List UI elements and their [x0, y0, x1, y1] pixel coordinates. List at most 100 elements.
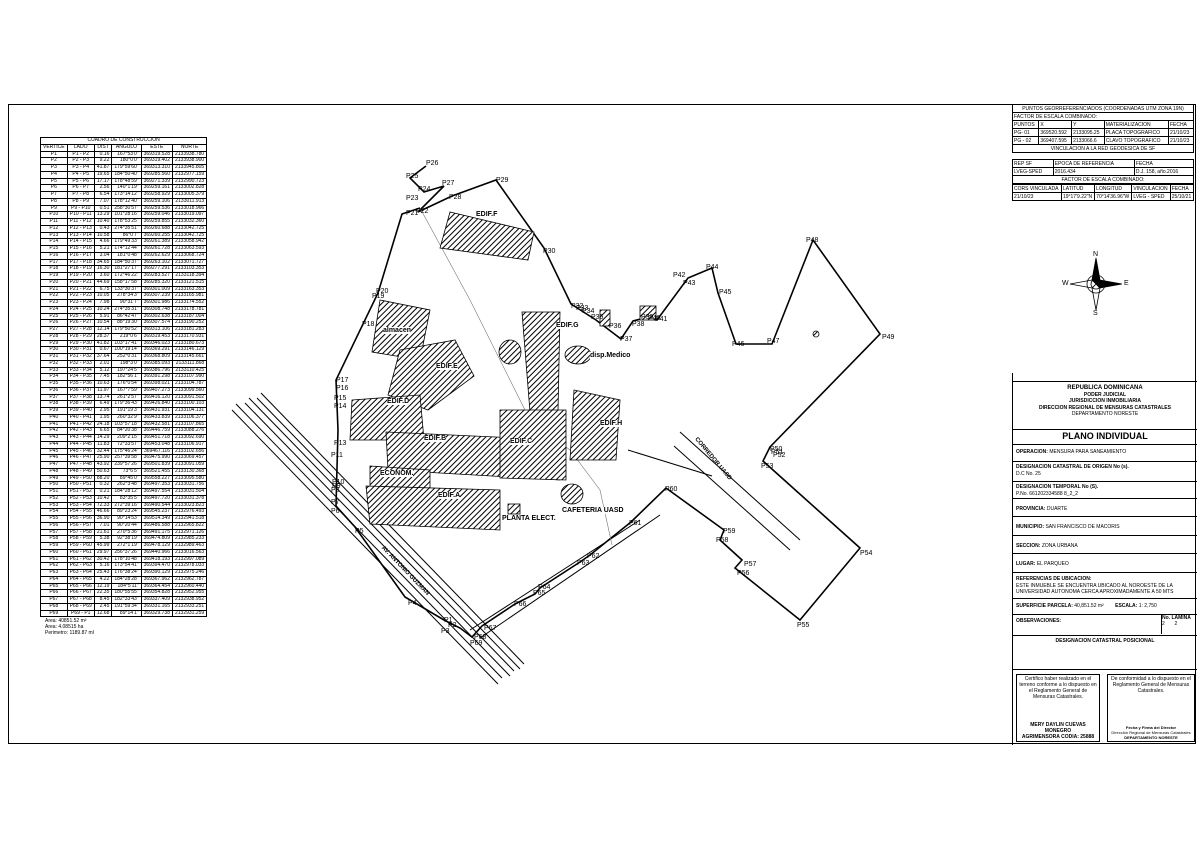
table-cell: 369385.093: [140, 359, 173, 368]
table-cell: 1.95: [93, 413, 113, 422]
table-cell: P32: [40, 359, 68, 368]
table-cell: 274°35'51": [111, 224, 142, 233]
georef-table: PUNTOS GEORREFERENCIADOS (COORDENADAS UT…: [1011, 104, 1195, 153]
georef-cell: Y: [1071, 120, 1105, 129]
vertex-label: P47: [767, 338, 780, 345]
georef-cell: LONGITUD: [1094, 184, 1133, 193]
table-cell: 369451.718: [140, 434, 173, 442]
table-cell: 11.97: [93, 386, 113, 395]
table-cell: 274°35'31": [111, 305, 142, 314]
municipality-row: MUNICIPIO: SAN FRANCISCO DE MACORIS: [1013, 516, 1197, 536]
table-cell: P28: [40, 332, 68, 341]
vertex-label: P54: [860, 550, 873, 557]
table-cell: 369431.931: [140, 407, 173, 415]
table-cell: P28 - P29: [66, 332, 95, 341]
georef-title: PUNTOS GEORREFERENCIADOS (COORDENADAS UT…: [1012, 104, 1194, 113]
table-cell: 2133031.756: [171, 481, 208, 489]
table-cell: 2133103.353: [171, 265, 208, 273]
table-cell: 2133011.913: [171, 197, 208, 206]
table-cell: 369307.574: [140, 319, 173, 327]
vertex-label: P16: [336, 385, 349, 392]
table-cell: P16: [40, 251, 68, 260]
table-cell: 369277.291: [140, 265, 173, 273]
title-block: REPUBLICA DOMINICANA PODER JUDICIAL JURI…: [1012, 373, 1197, 745]
temp-label: DESIGNACION TEMPORAL No (S).: [1016, 484, 1099, 490]
signature-area: Certifico haber realizado en el terreno …: [1013, 669, 1197, 745]
building-label: EDIF.H: [600, 420, 623, 427]
georef-cell: PLACA TOPOGRAFICO: [1103, 128, 1169, 137]
disp-medico-shape: [564, 345, 592, 365]
table-cell: P30 - P31: [66, 346, 95, 354]
table-cell: 7.07: [93, 197, 113, 206]
georef-cell: EPOCA DE REFERENCIA: [1052, 159, 1135, 168]
table-cell: 369331.165: [140, 602, 173, 611]
table-cell: 2.45: [93, 602, 113, 611]
georef-cell: LVEG-SPED: [1012, 167, 1054, 176]
table-cell: 369262.629: [140, 251, 173, 260]
edif-e-shape: [387, 339, 475, 411]
georef-cell: 21/10/23: [1012, 192, 1062, 201]
table-cell: 19.65: [93, 170, 113, 179]
vertex-label: P50: [770, 446, 783, 453]
vertex-label: P21: [406, 210, 419, 217]
table-cell: 369307.239: [140, 292, 173, 300]
table-cell: 369501.839: [140, 461, 173, 469]
compass-w: W: [1062, 280, 1069, 287]
table-cell: 369369.291: [140, 346, 173, 354]
obs-label: OBSERVACIONES:: [1016, 618, 1062, 624]
vertex-label: P23: [406, 195, 419, 202]
table-cell: 2133099.560: [171, 386, 208, 395]
vertex-label: P33: [576, 305, 589, 312]
designation-value: D.C No. 25: [1016, 471, 1041, 477]
operation-row: OPERACION: MENSURA PARA SANEAMIENTO: [1013, 444, 1197, 458]
georef-cell: 21/10/23: [1167, 136, 1195, 145]
designation-row: DESIGNACION CATASTRAL DE ORIGEN No (s).D…: [1013, 461, 1197, 479]
table-cell: 72°33'57": [111, 440, 142, 449]
scale-value: 1: 2,750: [1138, 603, 1157, 609]
table-cell: 369346.023: [140, 339, 173, 348]
avenue-road: [231, 392, 525, 685]
building-label: EDIF.D: [387, 398, 410, 405]
table-cell: 2133031.504: [171, 488, 208, 496]
vertex-label: P69: [470, 640, 483, 647]
table-cell: 2133146.129: [171, 346, 208, 354]
place-value: EL PARQUEO: [1036, 561, 1069, 567]
jurisdiction: JURISDICCION INMOBILIARIA: [1069, 398, 1141, 404]
table-cell: P39 - P40: [66, 407, 95, 415]
vertex-label: P60: [665, 486, 678, 493]
table-cell: P53 - P54: [66, 501, 95, 510]
surface-value: 40,851.52 m²: [1074, 603, 1104, 609]
vertex-label: P51: [771, 449, 784, 456]
vertex-label: P9: [332, 483, 341, 490]
compass-icon: [1069, 257, 1123, 311]
georef-cell: 2133095.25: [1071, 128, 1105, 137]
vertex-label: P67: [484, 625, 497, 632]
vertex-label: P52: [773, 452, 786, 459]
vertex-label: P61: [629, 520, 642, 527]
georef-cell: CORS VINCULADA: [1012, 184, 1062, 193]
table-cell: 2133107.990: [171, 373, 208, 381]
link-title: VINCULACION A LA RED GEODESICA DE SF: [1012, 144, 1194, 153]
georef-cell: 25/10/21: [1169, 192, 1195, 201]
